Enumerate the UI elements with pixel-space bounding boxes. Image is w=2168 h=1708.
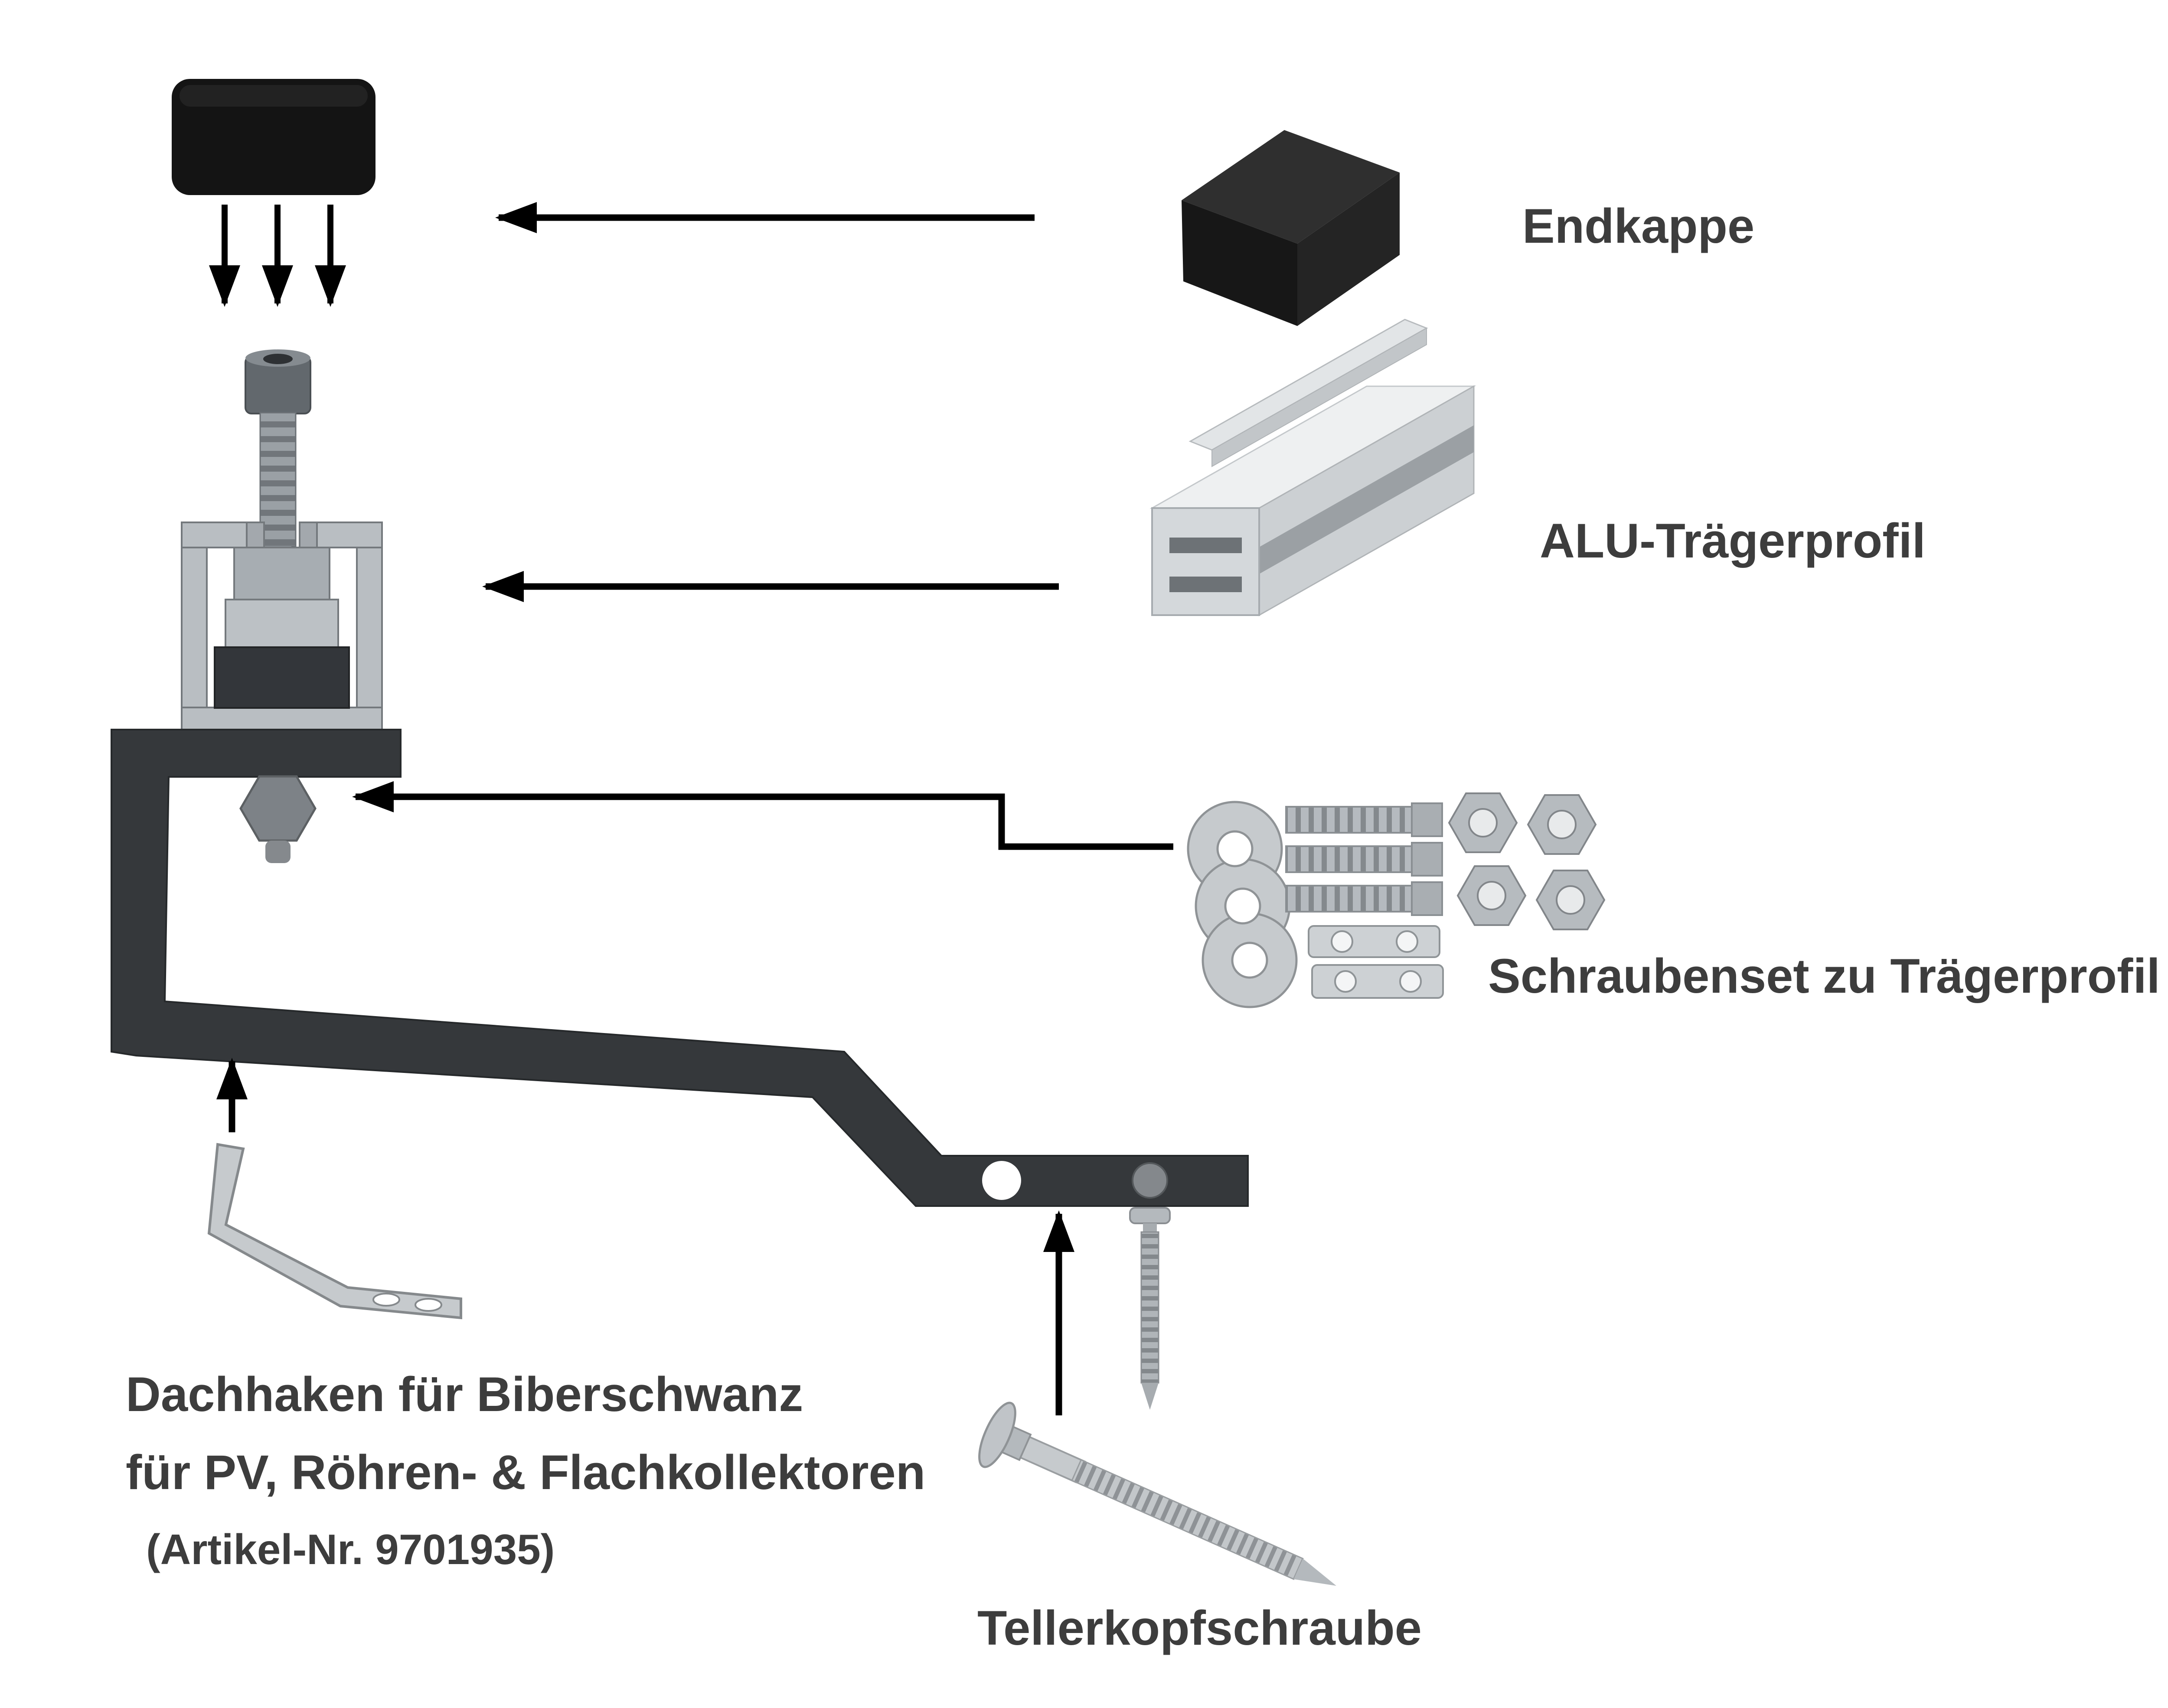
flange-nuts (1448, 792, 1606, 930)
screw-set (1187, 792, 1606, 1008)
hanger-bolts (1285, 802, 1443, 916)
roof-hook-small (207, 1143, 462, 1320)
plate-head-screw (978, 1402, 1336, 1586)
label-dachhaken-line1: Dachhaken für Biberschwanz (126, 1367, 803, 1421)
end-cap-photo (1182, 130, 1400, 326)
pan-head-screw (1129, 1207, 1171, 1410)
label-schraubenset: Schraubenset zu Trägerprofil (1488, 949, 2160, 1003)
washers (1187, 801, 1298, 1008)
rail-clamp-cross-section (181, 522, 383, 733)
channel-sliders (1308, 925, 1444, 999)
label-endkappe: Endkappe (1522, 199, 1755, 253)
flow-arrows-endcap (209, 205, 346, 307)
label-dachhaken-line2: für PV, Röhren- & Flachkollektoren (126, 1445, 926, 1499)
roof-hook-main (111, 729, 1249, 1207)
label-tellerkopfschraube: Tellerkopfschraube (977, 1601, 1422, 1655)
arrow-schraubenset (352, 781, 1173, 850)
label-dachhaken-artikelnr: (Artikel-Nr. 9701935) (146, 1525, 555, 1573)
hook-plate-hole (982, 1161, 1021, 1200)
label-alu-profil: ALU-Trägerprofil (1540, 514, 1926, 568)
hook-plate-screw-head (1132, 1162, 1168, 1199)
hex-nut (239, 775, 317, 863)
alu-rail-3d (1149, 319, 1476, 616)
end-cap-mounted (172, 79, 375, 195)
leader-arrows (216, 202, 1173, 1415)
